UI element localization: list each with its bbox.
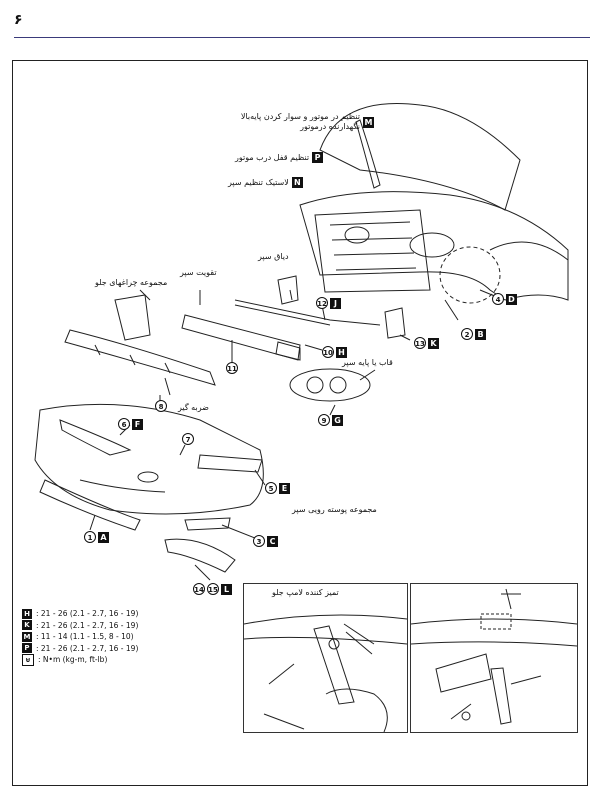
car-fender [489,241,569,261]
annotation-M: M تنظیم در موتور و سوار کردن پایه‌بالا ن… [230,112,374,132]
spec-row: H: 21 - 26 (2.1 - 2.7, 16 - 19) [22,608,138,620]
fascia-assy-label: مجموعه پوسته رویی سپر [292,505,377,514]
headlamp-assy-label: مجموعه چراغهای جلو [95,278,168,287]
inset-washer-left: تمیز کننده لامپ جلو [243,583,408,733]
inset-washer-right-drawing [410,588,578,725]
part-8: 8 [155,400,167,412]
code-box-P: P [312,152,324,163]
annotation-P-text: تنظیم قفل درب موتور [235,153,310,162]
annotation-P: P تنظیم قفل درب موتور [235,152,324,163]
annotation-M-text: تنظیم در موتور و سوار کردن پایه‌بالا نگه… [240,112,360,131]
torque-spec-table: H: 21 - 26 (2.1 - 2.7, 16 - 19) K: 21 - … [22,608,138,666]
bracket-strip [234,299,381,326]
part-11: 11 [226,362,238,374]
spec-row: ⊌: N•m (kg-m, ft-lb) [22,654,138,666]
bumper-cap-bracket [277,275,299,305]
annotation-N: N لاستیک تنظیم سپر [228,177,303,188]
code-box-M: M [363,116,374,128]
fog-lamp-drawing [289,368,371,402]
lower-cover-drawing [164,538,236,573]
headlamp-assy-drawing [114,294,151,341]
bumper-reinforcement-drawing [181,314,301,361]
spec-row: K: 21 - 26 (2.1 - 2.7, 16 - 19) [22,620,138,632]
part-7: 7 [182,433,194,445]
bumper-cap-label: دیاق سپر [258,252,289,261]
annotation-N-text: لاستیک تنظیم سپر [228,178,289,187]
code-box-N: N [291,177,303,188]
spec-row: M: 11 - 14 (1.1 - 1.5, 8 - 10) [22,631,134,642]
car-body-outline [299,191,569,301]
radiator-core [314,209,431,293]
grille-emblem [344,226,370,244]
car-hood [319,102,521,211]
header-rule [14,37,590,38]
bumper-stay-label: قاب یا پایه سپر [342,358,393,367]
diagram-frame [12,60,588,786]
inset-title: تمیز کننده لامپ جلو [272,588,339,597]
inset-washer-left-drawing [243,614,408,733]
inset-washer-right [410,583,578,733]
headlamp-socket [409,232,455,258]
absorber-drawing [64,329,216,386]
spec-row: P: 21 - 26 (2.1 - 2.7, 16 - 19) [22,643,138,655]
absorber-label: ضربه گیر [178,403,209,412]
page-number: ۶ [14,12,23,28]
bumper-fascia-drawing [34,403,264,515]
side-bracket [384,307,406,339]
bumper-reinforcement-label: تقویت سپر [180,268,217,277]
